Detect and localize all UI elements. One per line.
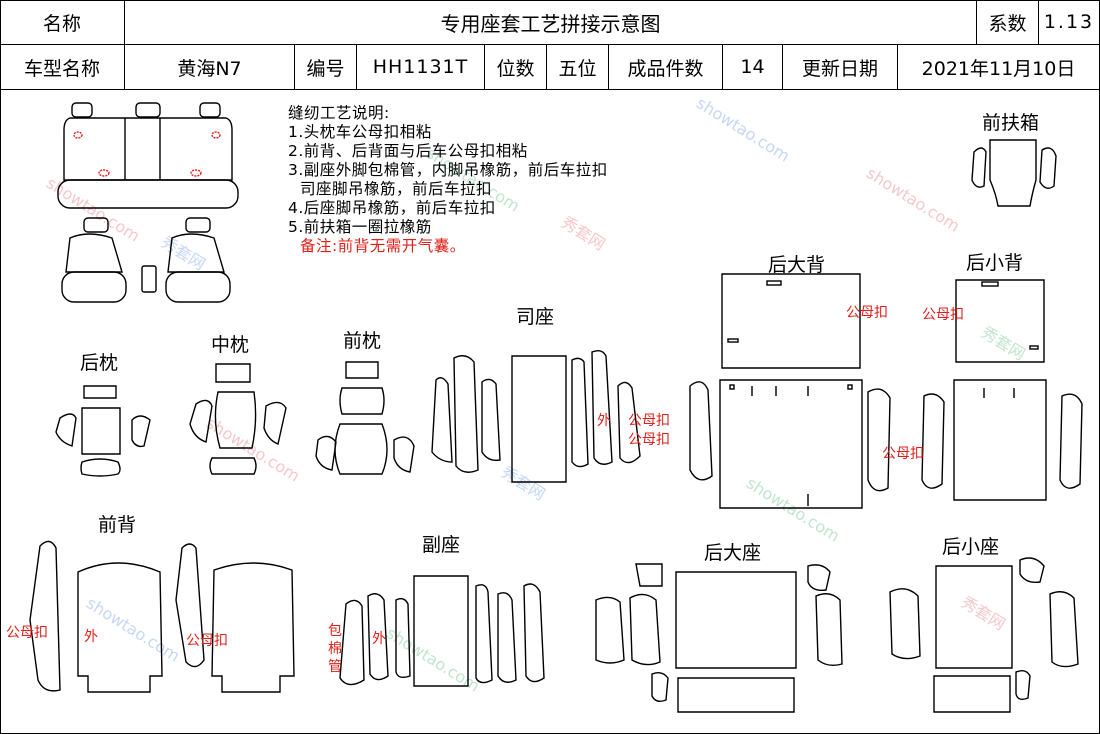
header-table: 名称 专用座套工艺拼接示意图 系数 1.13 车型名称 黄海N7 编号 HH11…: [0, 0, 1100, 90]
section-label-rear-headrest: 后枕: [80, 352, 119, 374]
front-armrest-parts: [971, 139, 1057, 207]
annotation-snap: 公母扣: [186, 633, 228, 649]
front-back-parts: [29, 540, 295, 693]
notes-line: 1.头枕车公母扣相粘: [288, 123, 432, 141]
passenger-seat-parts: [339, 575, 545, 687]
annotation-snap: 公母扣: [628, 413, 670, 429]
annotation-snap: 公母扣: [6, 625, 48, 641]
notes-line: 2.前背、后背面与后车公母扣相粘: [288, 142, 528, 160]
annotation-outer: 外: [84, 629, 98, 645]
section-label-passenger-seat: 副座: [422, 534, 461, 556]
notes-line: 司座脚吊橡筋，前后车拉扣: [300, 180, 493, 198]
front-headrest-parts: [315, 361, 415, 475]
model-label: 车型名称: [0, 45, 125, 90]
sewing-notes: 缝纫工艺说明: 1.头枕车公母扣相粘 2.前背、后背面与后车公母扣相粘 3.副座…: [288, 104, 608, 256]
annotation-cotton-tube: 棉: [328, 641, 342, 657]
annotation-snap: 公母扣: [628, 432, 670, 448]
date-label: 更新日期: [783, 45, 898, 90]
annotation-outer: 外: [372, 631, 386, 647]
code-label: 编号: [295, 45, 357, 90]
page-title: 专用座套工艺拼接示意图: [125, 0, 977, 45]
annotation-snap: 公母扣: [922, 307, 964, 323]
seat-overview-illustration: [57, 102, 239, 303]
code-value: HH1131T: [357, 45, 485, 90]
section-label-rear-small-back: 后小背: [966, 252, 1024, 274]
section-label-front-armrest: 前扶箱: [982, 112, 1040, 134]
notes-remark: 备注:前背无需开气囊。: [300, 237, 466, 255]
pieces-value: 14: [723, 45, 783, 90]
annotation-outer: 外: [597, 413, 611, 429]
pieces-label: 成品件数: [609, 45, 723, 90]
section-label-mid-headrest: 中枕: [211, 334, 250, 356]
rear-small-seat-parts: [889, 557, 1079, 713]
model-value: 黄海N7: [125, 45, 295, 90]
annotation-cotton-tube: 包: [328, 623, 342, 639]
section-label-front-headrest: 前枕: [343, 330, 382, 352]
section-label-driver-seat: 司座: [516, 306, 555, 328]
section-label-front-back: 前背: [98, 514, 137, 536]
rear-small-back-parts: [921, 279, 1083, 501]
seats-value: 五位: [547, 45, 609, 90]
notes-line: 3.副座外脚包棉管，内脚吊橡筋，前后车拉扣: [288, 161, 608, 179]
rear-big-seat-parts: [595, 563, 843, 713]
driver-seat-parts: [431, 349, 641, 483]
section-label-rear-big-back: 后大背: [768, 254, 826, 276]
seats-label: 位数: [485, 45, 547, 90]
coef-label: 系数: [977, 0, 1039, 45]
annotation-cotton-tube: 管: [328, 659, 342, 675]
notes-line: 5.前扶箱一圈拉橡筋: [288, 218, 432, 236]
notes-line: 4.后座脚吊橡筋，前后车拉扣: [288, 199, 496, 217]
mid-headrest-parts: [189, 363, 287, 475]
annotation-snap: 公母扣: [882, 446, 924, 462]
rear-headrest-parts: [55, 385, 151, 477]
name-label: 名称: [0, 0, 125, 45]
annotation-snap: 公母扣: [846, 305, 888, 321]
rear-big-back-parts: [689, 273, 891, 509]
notes-title: 缝纫工艺说明:: [288, 104, 390, 122]
section-label-rear-big-seat: 后大座: [704, 542, 762, 564]
section-label-rear-small-seat: 后小座: [942, 536, 1000, 558]
